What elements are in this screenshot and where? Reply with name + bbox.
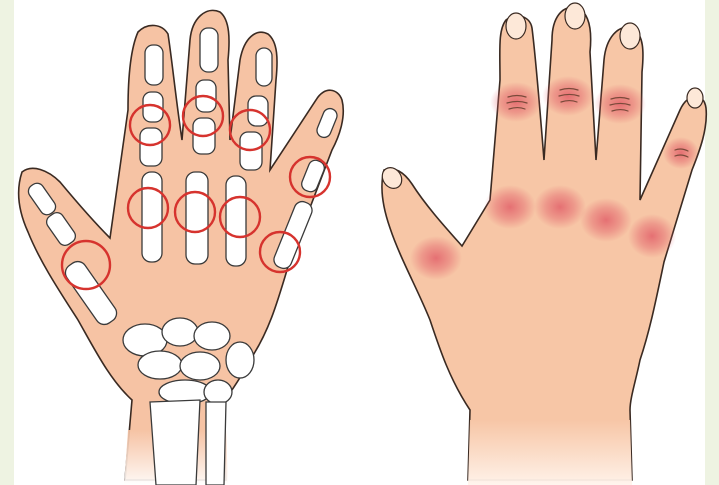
skeleton-hand <box>19 10 344 485</box>
inflammation-spot <box>484 185 536 229</box>
fingernail <box>620 23 640 49</box>
fingernail <box>565 3 585 29</box>
surface-hand <box>378 3 706 485</box>
fingernail <box>506 13 526 39</box>
inflammation-spot <box>580 198 632 242</box>
surface-wrist-fade <box>468 420 632 485</box>
inflammation-spot <box>534 185 586 229</box>
inflammation-spot <box>542 76 594 116</box>
forearm-bones <box>150 400 226 485</box>
inflammation-spot <box>628 214 676 258</box>
inflammation-spot <box>410 236 462 280</box>
inflammation-spot <box>663 137 699 169</box>
fingernail <box>687 88 703 108</box>
